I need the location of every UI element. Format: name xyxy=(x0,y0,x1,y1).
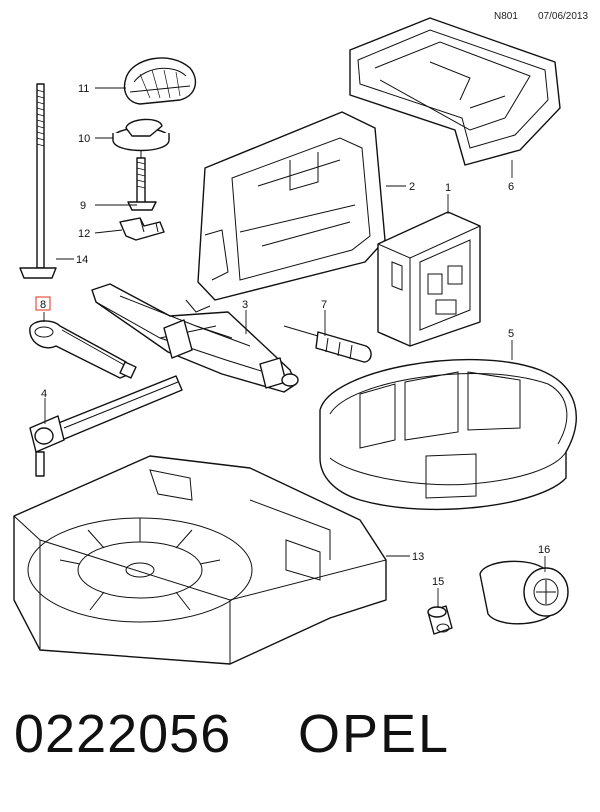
part-12-bracket xyxy=(119,217,165,241)
callout-labels: 11 10 9 12 14 8 4 2 1 3 7 5 6 13 15 16 xyxy=(35,83,550,588)
part-6-upper-tray xyxy=(349,17,561,166)
diagram-code: N801 xyxy=(494,11,518,22)
callout-8: 8 xyxy=(40,299,46,311)
leader-lines xyxy=(43,87,546,608)
diagram-date: 07/06/2013 xyxy=(538,11,589,22)
callout-15: 15 xyxy=(432,576,444,588)
part-2-jack-holder xyxy=(197,111,386,301)
part-7-screwdriver xyxy=(283,325,372,363)
callout-12: 12 xyxy=(78,228,90,240)
part-14-long-rod xyxy=(19,83,57,279)
callout-3: 3 xyxy=(242,299,248,311)
callout-13: 13 xyxy=(412,551,424,563)
part-5-round-tray xyxy=(319,358,577,511)
part-16-adapter xyxy=(479,560,569,625)
part-10-knob xyxy=(112,118,170,158)
part-number: 0222056 xyxy=(14,704,232,764)
callout-8-highlight-box xyxy=(35,296,51,311)
callout-1: 1 xyxy=(445,182,451,194)
brand-name: OPEL xyxy=(298,704,451,764)
part-11-strap xyxy=(123,57,197,105)
callout-14: 14 xyxy=(76,254,88,266)
part-3-scissor-jack xyxy=(91,283,299,393)
callout-10: 10 xyxy=(78,133,90,145)
part-4-crank xyxy=(29,375,183,477)
callout-5: 5 xyxy=(508,328,514,340)
callout-2: 2 xyxy=(409,181,415,193)
part-15-lock-socket xyxy=(427,605,453,635)
callout-4: 4 xyxy=(41,388,47,400)
callout-6: 6 xyxy=(508,181,514,193)
part-8-wheel-wrench xyxy=(29,320,137,379)
callout-7: 7 xyxy=(321,299,327,311)
callout-11: 11 xyxy=(78,83,89,95)
callout-9: 9 xyxy=(80,200,86,212)
part-13-spare-wheel-tray xyxy=(13,455,387,665)
callout-16: 16 xyxy=(538,544,550,556)
part-1-compressor-box xyxy=(377,211,481,347)
part-9-bolt xyxy=(127,157,157,211)
